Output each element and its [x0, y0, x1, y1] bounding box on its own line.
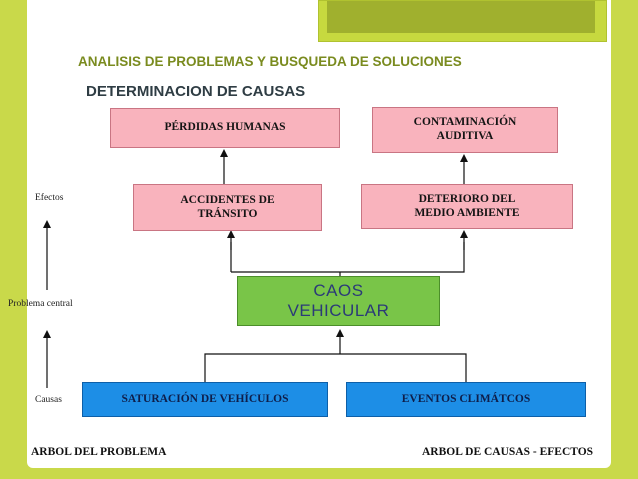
decorative-header-box [318, 0, 607, 42]
footer-right: ARBOL DE CAUSAS - EFECTOS [422, 446, 594, 458]
cause-box-eventos: EVENTOS CLIMÁTCOS [346, 382, 586, 417]
slide-title: ANALISIS DE PROBLEMAS Y BUSQUEDA DE SOLU… [78, 54, 462, 69]
effect-box-contaminacion: CONTAMINACIÓN AUDITIVA [372, 107, 558, 153]
central-problem-line2: VEHICULAR [287, 301, 390, 320]
intermediate-box-deterioro: DETERIORO DEL MEDIO AMBIENTE [361, 184, 573, 229]
intermediate-label-deterioro: DETERIORO DEL MEDIO AMBIENTE [414, 192, 520, 219]
decorative-header-inner [327, 1, 595, 33]
intermediate-label-accidentes: ACCIDENTES DE TRÁNSITO [180, 193, 275, 220]
central-problem-box: CAOS VEHICULAR [237, 276, 440, 326]
cause-label-saturacion: SATURACIÓN DE VEHÍCULOS [121, 392, 289, 405]
effect-label-contaminacion: CONTAMINACIÓN AUDITIVA [413, 116, 517, 142]
effect-label-perdidas: PÉRDIDAS HUMANAS [164, 121, 286, 134]
axis-label-efectos: Efectos [35, 193, 64, 203]
axis-label-causas: Causas [35, 395, 62, 405]
central-problem-line1: CAOS [313, 280, 364, 300]
effect-box-perdidas: PÉRDIDAS HUMANAS [110, 108, 340, 148]
axis-label-problema-central: Problema central [8, 299, 73, 309]
footer-left: ARBOL DEL PROBLEMA [31, 446, 167, 458]
intermediate-box-accidentes: ACCIDENTES DE TRÁNSITO [133, 184, 322, 231]
slide-subtitle: DETERMINACION DE CAUSAS [86, 83, 306, 100]
cause-box-saturacion: SATURACIÓN DE VEHÍCULOS [82, 382, 328, 417]
cause-label-eventos: EVENTOS CLIMÁTCOS [401, 392, 531, 405]
